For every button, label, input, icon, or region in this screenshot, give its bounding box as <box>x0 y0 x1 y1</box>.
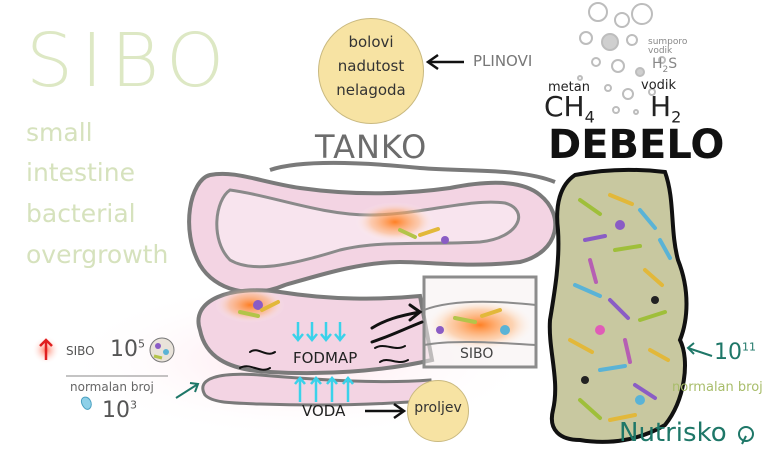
teal-arrows <box>175 342 713 399</box>
symptoms-circle: bolovi nadutost nelagoda <box>318 18 424 124</box>
h2-formula: H2 <box>650 90 682 127</box>
legend-normal-count: 103 <box>102 398 137 423</box>
vodik-label: vodik <box>641 78 677 93</box>
debelo-heading: DEBELO <box>548 122 725 168</box>
inflammation-spot <box>355 202 435 242</box>
colon-bacteria <box>568 193 672 422</box>
nutrisko-logo: Nutrisko <box>619 418 727 448</box>
proljev-circle <box>407 380 469 442</box>
proljev-label: proljev <box>414 400 462 416</box>
inflammation-spot <box>215 287 285 323</box>
brand-text: Nutrisko <box>619 418 727 448</box>
fodmap-label: FODMAP <box>293 349 358 367</box>
sibo-box-label: SIBO <box>460 346 494 362</box>
legend-sibo-label: SIBO <box>66 344 95 358</box>
normal-bacteria-icon <box>80 396 92 410</box>
subtitle-line: overgrowth <box>26 240 169 269</box>
bacteria-cluster <box>238 227 510 335</box>
up-arrow-icon <box>39 338 53 360</box>
sibo-title: SIBO <box>26 18 233 104</box>
symptom-text: nadutost <box>337 57 405 75</box>
legend-sibo-count: 105 <box>110 337 145 362</box>
sibo-glow <box>425 299 535 351</box>
fodmap-waves <box>239 345 409 371</box>
colon-normal-label: normalan broj <box>672 380 763 395</box>
subtitle-line: small <box>26 118 93 147</box>
arrows <box>365 53 464 420</box>
plinovi-label: PLINOVI <box>473 52 533 70</box>
cyan-water-arrows <box>292 322 354 402</box>
metan-label: metan <box>548 80 590 95</box>
leaf-icon <box>738 426 754 445</box>
voda-label: VODA <box>302 402 346 420</box>
sumporovodik-label: sumporo vodik <box>648 37 688 56</box>
subtitle-line: intestine <box>26 158 135 187</box>
small-intestine-upper <box>269 161 556 184</box>
subtitle-line: bacterial <box>26 199 136 228</box>
ch4-formula: CH4 <box>544 90 595 127</box>
bacteria-icon <box>149 337 175 363</box>
symptom-text: nelagoda <box>336 81 406 99</box>
tanko-heading: TANKO <box>315 128 428 166</box>
gas-bubbles <box>577 2 666 115</box>
symptom-text: bolovi <box>348 33 394 51</box>
legend-normal-label: normalan broj <box>70 380 154 394</box>
colon-bacteria-count: 1011 <box>714 340 756 365</box>
h2s-formula: H2S <box>652 56 678 75</box>
fodmap-to-sibo-arrows <box>370 303 424 344</box>
